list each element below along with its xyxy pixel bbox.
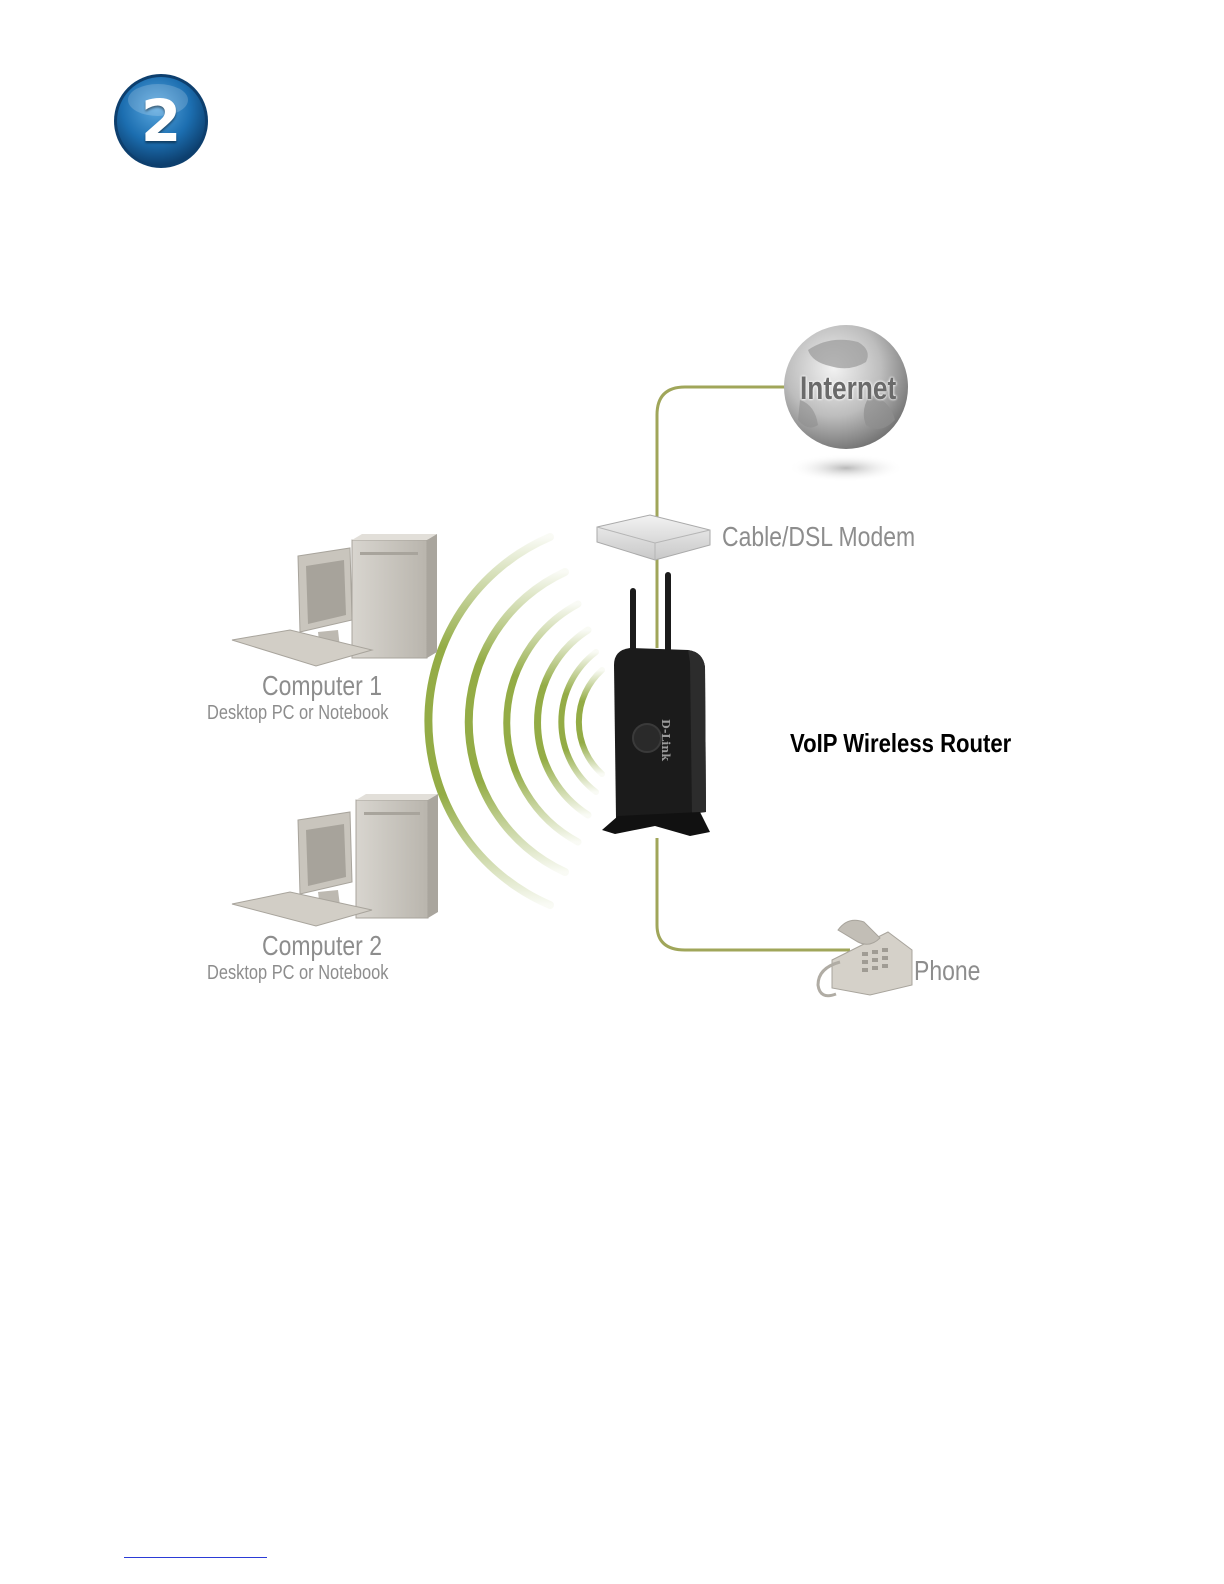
modem-label: Cable/DSL Modem: [722, 521, 915, 553]
computer-1-sublabel: Desktop PC or Notebook: [207, 702, 388, 725]
router-label: VoIP Wireless Router: [790, 728, 1011, 759]
computer-1-icon: [232, 534, 437, 666]
computer-2-label: Computer 2: [262, 930, 382, 962]
phone-icon: [818, 920, 912, 996]
computer-1-label: Computer 1: [262, 670, 382, 702]
phone-label: Phone: [914, 955, 980, 987]
footer-link-underline: [124, 1557, 267, 1558]
internet-label: Internet: [800, 370, 896, 407]
modem-icon: [597, 515, 710, 560]
step-badge: 2: [112, 72, 210, 170]
router-brand-text: D-Link: [659, 719, 672, 761]
step-number: 2: [112, 72, 210, 170]
computer-2-sublabel: Desktop PC or Notebook: [207, 962, 388, 985]
cable-internet-modem: [657, 387, 785, 520]
computer-2-icon: [232, 794, 438, 926]
cable-router-phone: [657, 838, 850, 950]
wifi-signal-icon: [428, 537, 602, 905]
